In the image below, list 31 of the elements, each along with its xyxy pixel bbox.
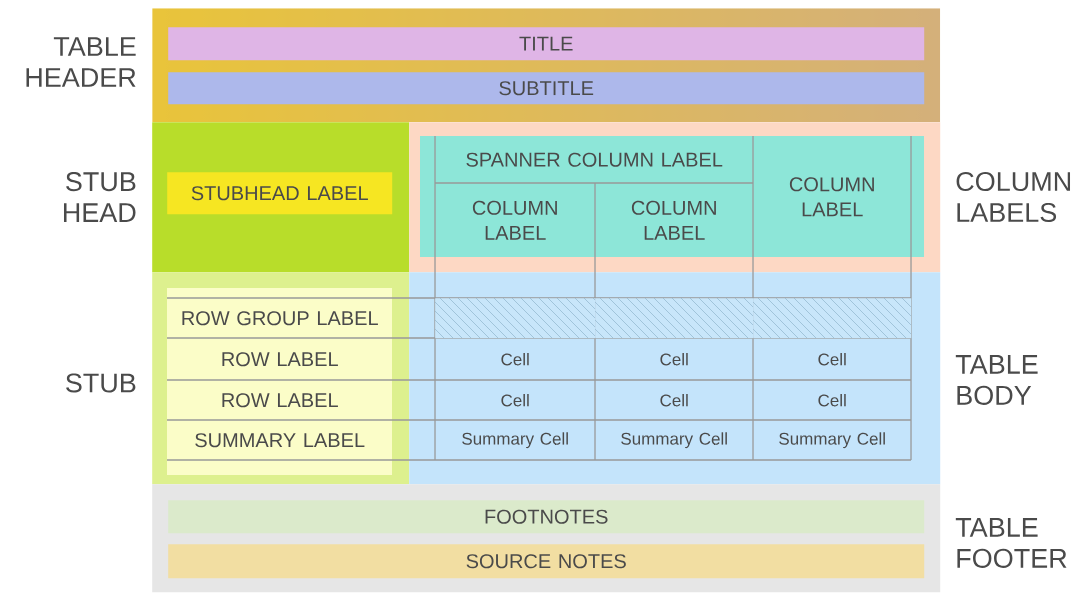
data-cell: Summary Cell <box>621 432 727 449</box>
label-cell: SPANNER COLUMN LABEL <box>466 152 723 167</box>
label-bar: TITLE <box>168 27 925 61</box>
data-cell: Summary Cell <box>462 432 568 449</box>
label-bar: FOOTNOTES <box>168 500 925 534</box>
data-cell: Cell <box>660 352 688 366</box>
label-cell: ROW GROUP LABEL <box>182 311 378 326</box>
label-bar: STUBHEAD LABEL <box>167 172 393 215</box>
section-label: TABLE BODY <box>955 355 1038 405</box>
data-cell: Cell <box>818 393 846 407</box>
label-cell: COLUMN LABEL <box>472 200 557 240</box>
data-cell: Cell <box>660 393 688 407</box>
data-cell: Cell <box>818 352 846 366</box>
label-cell: ROW LABEL <box>222 352 338 367</box>
label-cell: COLUMN LABEL <box>631 200 716 240</box>
section-label: STUB <box>66 373 136 393</box>
section-label: COLUMN LABELS <box>956 171 1070 223</box>
hatched-cell <box>435 298 596 339</box>
label-bar: SUBTITLE <box>168 72 925 105</box>
hatched-cell <box>753 298 912 339</box>
data-cell: Cell <box>501 352 529 366</box>
section-label: TABLE FOOTER <box>955 518 1067 568</box>
label-cell: ROW LABEL <box>222 393 338 408</box>
data-cell: Cell <box>501 393 529 407</box>
section-label: STUB HEAD <box>64 172 136 222</box>
hatched-cell <box>595 298 754 339</box>
data-cell: Summary Cell <box>779 432 885 449</box>
label-cell: COLUMN LABEL <box>789 177 874 217</box>
section-label: TABLE HEADER <box>26 37 136 87</box>
label-cell: SUMMARY LABEL <box>195 433 365 448</box>
label-bar: SOURCE NOTES <box>168 544 925 579</box>
